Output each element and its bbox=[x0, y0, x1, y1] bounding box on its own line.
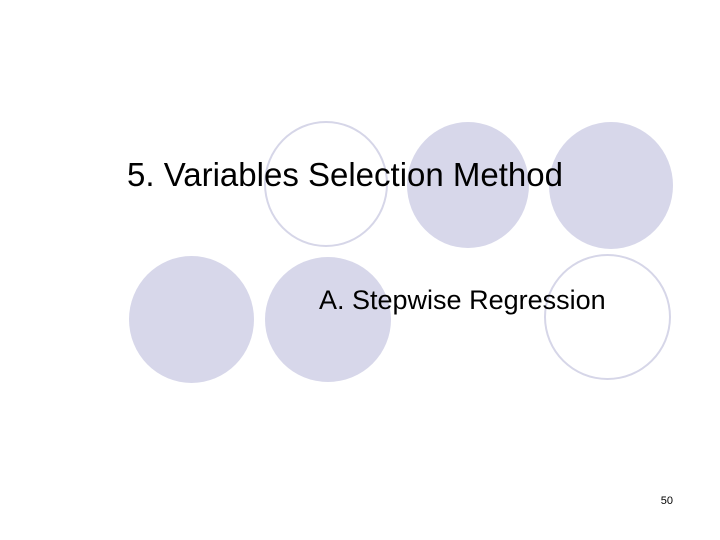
slide-title: 5. Variables Selection Method bbox=[127, 156, 563, 193]
slide-subtitle: A. Stepwise Regression bbox=[319, 285, 606, 315]
page-number: 50 bbox=[660, 495, 673, 507]
